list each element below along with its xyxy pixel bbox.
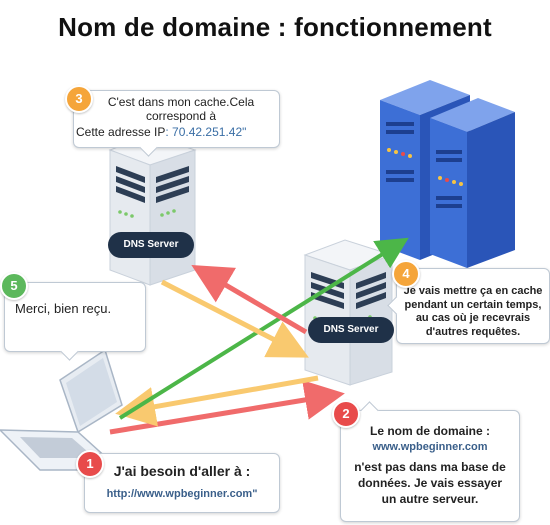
step-2-line-1: Le nom de domaine : bbox=[369, 424, 490, 438]
step-3-line-1: C'est dans mon cache.Cela bbox=[107, 95, 255, 109]
arrow-dns-right-to-laptop bbox=[115, 375, 319, 427]
step-2-line-3: données. Je vais essayer bbox=[357, 476, 503, 490]
step-2-line-4: un autre serveur. bbox=[381, 492, 479, 506]
step-2-bubble: Le nom de domaine : www.wpbeginner.com n… bbox=[340, 401, 520, 522]
laptop-icon bbox=[0, 348, 123, 471]
step-3-line-3: Cette adresse IP bbox=[76, 125, 166, 139]
arrow-dns-left-to-dns-right bbox=[160, 279, 309, 358]
step-3-badge: 3 bbox=[65, 85, 93, 113]
step-1-url: http://www.wpbeginner.com" bbox=[106, 488, 258, 500]
step-3-ip: : 70.42.251.42" bbox=[165, 125, 247, 139]
arrow-laptop-to-dns-right bbox=[109, 380, 345, 435]
step-4-line-1: Je vais mettre ça en cache bbox=[403, 285, 543, 297]
step-4-bubble: Je vais mettre ça en cache pendant un ce… bbox=[387, 268, 550, 344]
step-4-line-3: au cas où je recevrais bbox=[415, 312, 531, 324]
step-4-line-2: pendant un certain temps, bbox=[404, 298, 542, 311]
step-4-line-4: d'autres requêtes. bbox=[425, 325, 521, 338]
step-2-badge: 2 bbox=[332, 400, 360, 428]
step-1-badge: 1 bbox=[76, 450, 104, 478]
step-3-line-2: correspond à bbox=[145, 109, 217, 123]
step-5-bubble: Merci, bien reçu. bbox=[4, 282, 146, 361]
step-3-bubble: C'est dans mon cache.Cela correspond à C… bbox=[73, 90, 280, 157]
dns-server-left-label: DNS Server bbox=[123, 239, 179, 250]
step-1-line-1: J'ai besoin d'aller à : bbox=[113, 463, 251, 479]
dns-server-right-icon bbox=[303, 239, 394, 386]
arrow-dns-right-to-dns-left bbox=[191, 264, 308, 335]
step-4-badge: 4 bbox=[392, 260, 420, 288]
step-2-url: www.wpbeginner.com bbox=[372, 441, 488, 453]
page-title: Nom de domaine : fonctionnement bbox=[58, 12, 492, 42]
arrow-laptop-to-website bbox=[118, 237, 409, 420]
step-2-line-2: n'est pas dans ma base de bbox=[354, 460, 506, 474]
step-5-badge: 5 bbox=[0, 272, 28, 300]
server-rack-icon bbox=[380, 80, 515, 268]
dns-server-left-icon bbox=[108, 134, 197, 286]
step-5-line-1: Merci, bien reçu. bbox=[15, 301, 112, 316]
dns-server-right-label: DNS Server bbox=[323, 324, 379, 335]
step-1-bubble: J'ai besoin d'aller à : http://www.wpbeg… bbox=[84, 453, 280, 513]
